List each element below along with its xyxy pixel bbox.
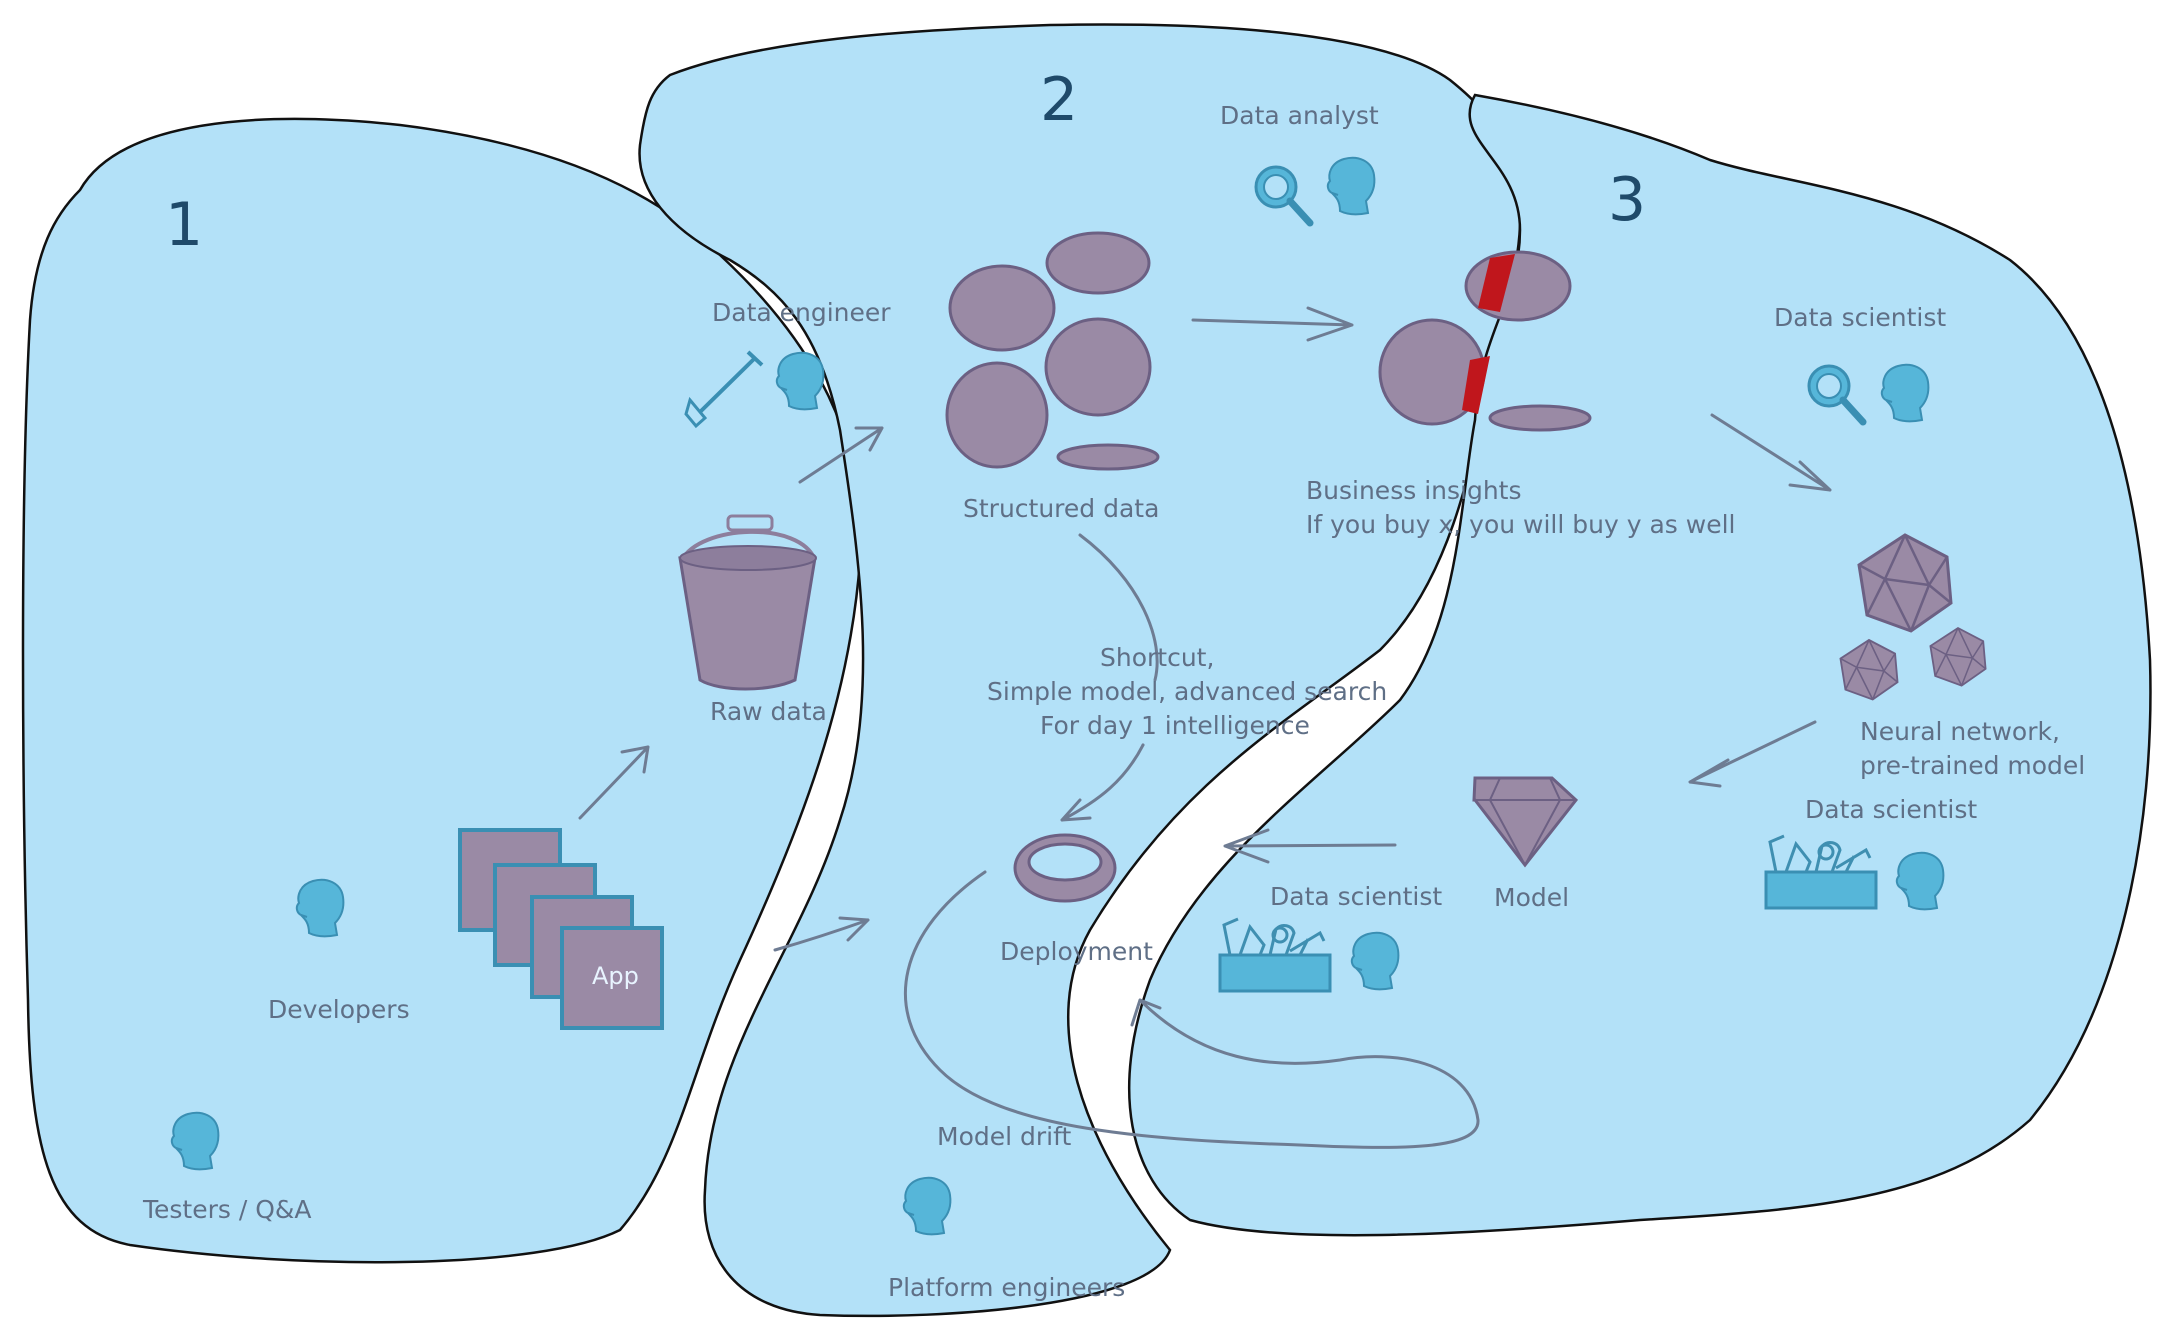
arrow-to-neural <box>1710 413 1832 492</box>
structured-data-label: Structured data <box>963 494 1159 523</box>
app-window-icon <box>560 926 664 1030</box>
data-scientist-low-label: Data scientist <box>1270 882 1442 911</box>
data-scientist-mid-label: Data scientist <box>1805 795 1977 824</box>
model-gem-icon <box>1472 776 1579 868</box>
region-2-blob <box>638 23 1522 1318</box>
pretrained-model-label: pre-trained model <box>1860 751 2085 780</box>
region-number-1: 1 <box>165 190 203 260</box>
arrow-shortcut-to-deployment <box>1060 533 1159 822</box>
arrow-devs-to-deployment <box>773 916 870 952</box>
app-label: App <box>592 962 639 990</box>
data-scientist-top-label: Data scientist <box>1774 303 1946 332</box>
shortcut-line-2: Simple model, advanced search <box>987 677 1387 706</box>
bucket-icon <box>678 514 817 691</box>
neural-network-label: Neural network, <box>1860 717 2060 746</box>
developers-label: Developers <box>268 995 410 1024</box>
app-windows: App <box>458 828 664 1030</box>
arrow-model-to-deployment <box>1223 828 1397 864</box>
testers-label: Testers / Q&A <box>142 1195 312 1224</box>
deployment-ring-icon <box>1013 833 1117 903</box>
region-number-2: 2 <box>1040 65 1078 135</box>
region-number-3: 3 <box>1608 165 1646 235</box>
model-drift-label: Model drift <box>937 1122 1071 1151</box>
insight-overlap-highlight <box>1462 356 1490 414</box>
data-analyst-label: Data analyst <box>1220 101 1379 130</box>
model-drift-loop <box>904 870 1480 1149</box>
arrow-apps-to-raw <box>578 745 650 820</box>
deployment-label: Deployment <box>1000 937 1153 966</box>
arrow-structured-to-insights <box>1191 306 1354 342</box>
model-label: Model <box>1494 883 1569 912</box>
business-insights-example: If you buy x, you will buy y as well <box>1306 510 1735 539</box>
shovel-icon <box>684 350 764 429</box>
arrow-raw-to-structured <box>798 426 884 484</box>
data-engineer-label: Data engineer <box>712 298 891 327</box>
shortcut-line-1: Shortcut, <box>1100 643 1214 672</box>
shortcut-line-3: For day 1 intelligence <box>1040 711 1310 740</box>
insight-overlap-highlight <box>1478 254 1515 312</box>
structured-data-blobs <box>945 231 1160 471</box>
arrow-neural-to-model <box>1688 720 1817 788</box>
platform-engineers-label: Platform engineers <box>888 1273 1125 1302</box>
raw-data-label: Raw data <box>710 697 827 726</box>
business-insight-blobs <box>1378 250 1592 432</box>
business-insights-title: Business insights <box>1306 476 1522 505</box>
